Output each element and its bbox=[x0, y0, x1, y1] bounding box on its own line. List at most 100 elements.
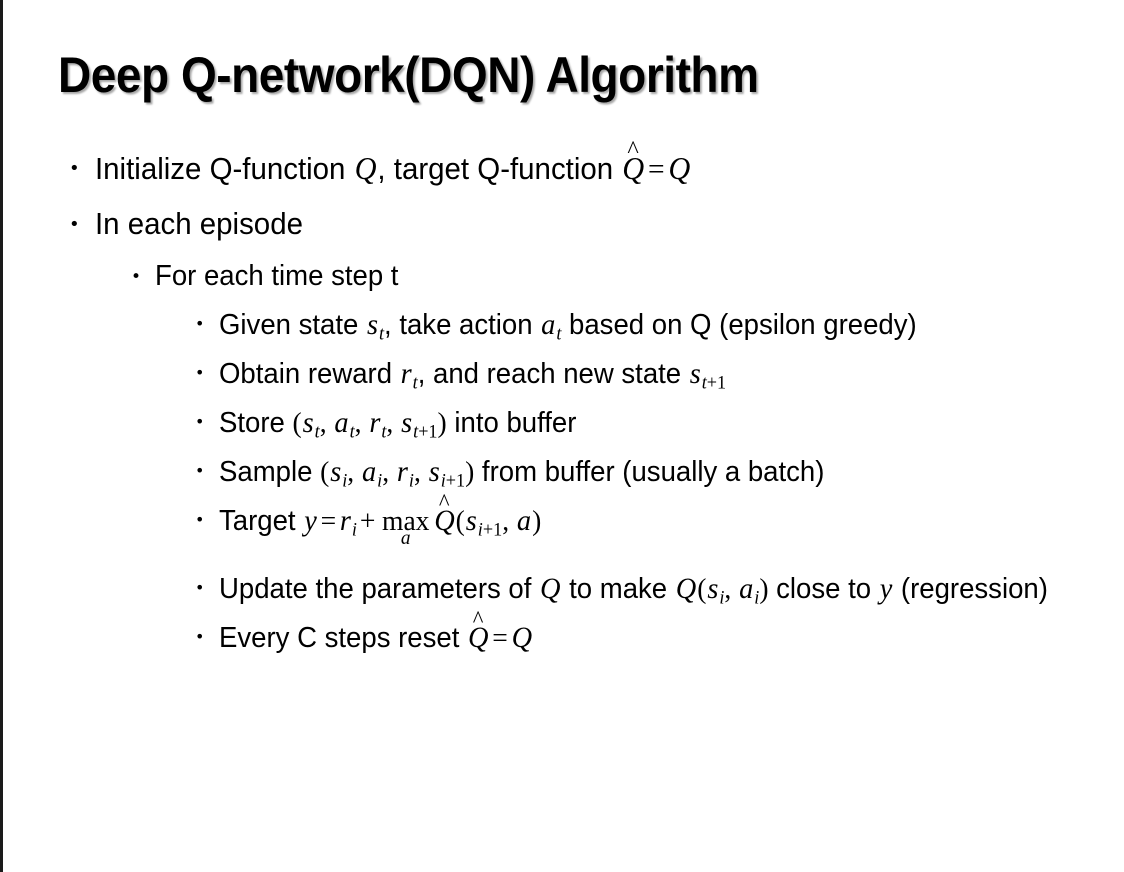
bullet-marker: • bbox=[195, 411, 205, 431]
math-var-q2: Q bbox=[668, 151, 691, 186]
math-sub-t-plus-1: t+1 bbox=[413, 422, 437, 443]
math-var-r: r bbox=[369, 405, 381, 439]
q-glyph: Q bbox=[622, 151, 645, 186]
math-rparen: ) bbox=[759, 572, 769, 605]
math-lparen: ( bbox=[455, 505, 465, 538]
math-sub-t: t bbox=[314, 421, 320, 443]
math-var-q-hat: ^Q bbox=[433, 492, 455, 540]
math-op-equals: = bbox=[320, 505, 337, 538]
math-var-q-hat: ^Q bbox=[621, 137, 645, 190]
bullet-item-each-time-step: • For each time step t bbox=[3, 258, 1124, 296]
math-var-a: a bbox=[334, 405, 349, 439]
slide-title: Deep Q-network(DQN) Algorithm bbox=[58, 47, 759, 103]
bullet-item-reset-target: • Every C steps reset ^Q=Q bbox=[3, 608, 1124, 657]
bullet-marker: • bbox=[69, 158, 80, 179]
sub-plus-one: +1 bbox=[445, 470, 466, 492]
bullet-marker: • bbox=[195, 510, 205, 530]
text-run: to make bbox=[561, 572, 675, 605]
math-rparen: ) bbox=[437, 406, 447, 439]
math-sub-i: i bbox=[377, 470, 383, 492]
math-var-s: s bbox=[330, 455, 342, 489]
math-sub-i: i bbox=[342, 470, 348, 492]
math-sub-i: i bbox=[351, 520, 357, 542]
sub-plus-one: +1 bbox=[482, 520, 503, 542]
bullet-text: Obtain reward rt, and reach new state st… bbox=[219, 355, 1055, 396]
bullet-item-sample-buffer: • Sample (si, ai, ri, si+1) from buffer … bbox=[3, 453, 1124, 494]
hat-accent: ^ bbox=[627, 135, 639, 165]
hat-accent: ^ bbox=[438, 490, 450, 517]
math-comma: , bbox=[347, 456, 362, 489]
text-run: , and reach new state bbox=[417, 357, 689, 390]
max-label: max bbox=[382, 505, 430, 538]
bullet-item-obtain-reward: • Obtain reward rt, and reach new state … bbox=[3, 355, 1124, 396]
math-var-a: a bbox=[361, 455, 377, 489]
bullet-text: Store (st, at, rt, st+1) into buffer bbox=[219, 404, 1055, 445]
text-run: Update the parameters of bbox=[219, 572, 540, 605]
math-comma: , bbox=[319, 406, 334, 439]
math-var-r: r bbox=[396, 455, 408, 489]
math-comma: , bbox=[386, 406, 401, 439]
bullet-item-store-buffer: • Store (st, at, rt, st+1) into buffer bbox=[3, 404, 1124, 445]
math-var-s: s bbox=[465, 504, 477, 538]
math-lparen: ( bbox=[292, 406, 302, 439]
bullet-text: Every C steps reset ^Q=Q bbox=[219, 608, 1055, 657]
sub-index: t bbox=[701, 372, 707, 394]
bullet-marker: • bbox=[69, 213, 80, 235]
math-sub-t: t bbox=[412, 372, 418, 394]
text-run: Every C steps reset bbox=[219, 621, 468, 654]
math-var-y: y bbox=[304, 504, 317, 538]
math-var-s: s bbox=[707, 571, 719, 605]
max-underset-a: a bbox=[400, 527, 411, 550]
bullet-text: Initialize Q-function Q, target Q-functi… bbox=[95, 137, 1075, 190]
bullet-item-update-parameters: • Update the parameters of Q to make Q(s… bbox=[3, 570, 1124, 611]
math-op-equals: = bbox=[647, 151, 665, 186]
text-run: , target Q-function bbox=[377, 151, 622, 186]
sub-index: i bbox=[440, 470, 446, 492]
math-op-plus: + bbox=[359, 505, 376, 538]
math-var-s: s bbox=[689, 356, 701, 390]
math-lparen: ( bbox=[320, 456, 330, 489]
math-var-a: a bbox=[516, 504, 532, 538]
math-comma: , bbox=[382, 456, 396, 489]
sub-plus-one: +1 bbox=[418, 421, 438, 443]
text-run: Given state bbox=[219, 308, 367, 341]
math-var-r: r bbox=[400, 356, 412, 390]
bullet-list: • Initialize Q-function Q, target Q-func… bbox=[3, 137, 1124, 665]
bullet-item-given-state: • Given state st, take action at based o… bbox=[3, 306, 1124, 347]
math-lparen: ( bbox=[697, 572, 707, 605]
math-sub-t: t bbox=[349, 421, 355, 443]
text-run: based on Q (epsilon greedy) bbox=[561, 308, 917, 341]
math-sub-i: i bbox=[719, 587, 725, 609]
text-run: , take action bbox=[384, 308, 541, 341]
bullet-item-each-episode: • In each episode bbox=[3, 204, 1124, 244]
math-comma: , bbox=[413, 456, 428, 489]
text-run: Sample bbox=[219, 456, 321, 489]
math-var-a: a bbox=[739, 571, 754, 605]
bullet-marker: • bbox=[195, 626, 205, 646]
q-glyph: Q bbox=[434, 504, 455, 538]
math-rparen: ) bbox=[532, 505, 542, 538]
sub-index: i bbox=[477, 520, 483, 542]
math-var-q1: Q bbox=[540, 571, 561, 605]
text-run: (regression) bbox=[893, 572, 1048, 605]
bullet-marker: • bbox=[195, 362, 205, 382]
bullet-marker: • bbox=[131, 266, 142, 287]
q-glyph: Q bbox=[467, 620, 489, 654]
bullet-text: In each episode bbox=[95, 205, 303, 241]
math-var-s2: s bbox=[401, 405, 413, 439]
text-run: close to bbox=[768, 572, 879, 605]
text-run: Store bbox=[219, 406, 293, 439]
bullet-text: Sample (si, ai, ri, si+1) from buffer (u… bbox=[219, 453, 1055, 494]
math-var-y: y bbox=[879, 571, 893, 605]
bullet-item-initialize: • Initialize Q-function Q, target Q-func… bbox=[3, 137, 1124, 190]
math-sub-t-plus-1: t+1 bbox=[702, 372, 726, 393]
math-sub-i-plus-1: i+1 bbox=[441, 471, 465, 492]
math-sub-t: t bbox=[378, 323, 385, 345]
text-run: into buffer bbox=[446, 406, 577, 439]
bullet-text: Update the parameters of Q to make Q(si,… bbox=[219, 570, 1055, 611]
math-comma: , bbox=[724, 572, 739, 605]
